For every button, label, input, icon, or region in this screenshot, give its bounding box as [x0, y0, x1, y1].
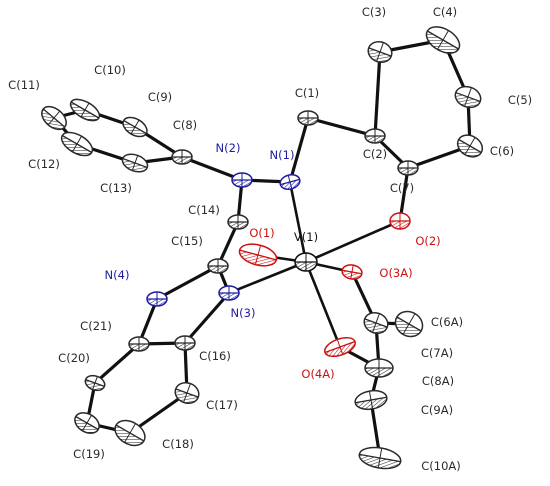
labels-layer: V(1) O(1) O(2) O(3A) O(4A) N(1) N(2) N(3) N(4) C(… — [8, 5, 532, 473]
atom-c17 — [174, 381, 200, 405]
atom-label-c12: C(12) — [28, 157, 60, 171]
atom-c10 — [69, 98, 101, 122]
atom-n1 — [279, 174, 301, 190]
bond-C7-O2 — [398, 166, 410, 223]
atom-c13 — [121, 153, 149, 173]
bond-N3-C16 — [183, 291, 231, 345]
atom-label-c5: C(5) — [508, 93, 532, 107]
atom-label-c3: C(3) — [362, 5, 386, 19]
atom-label-c20: C(20) — [58, 351, 90, 365]
atom-c21 — [128, 336, 150, 352]
atom-o2 — [389, 212, 411, 230]
atom-n3 — [218, 285, 240, 301]
atom-c8 — [171, 149, 193, 165]
atom-label-c7a: C(7A) — [421, 346, 453, 360]
atom-c15 — [207, 258, 229, 274]
atom-c20 — [84, 374, 106, 392]
bond-V1-N3 — [227, 260, 308, 295]
atom-label-c17: C(17) — [206, 398, 238, 412]
atom-c14 — [227, 214, 249, 230]
atom-label-n2: N(2) — [216, 141, 241, 155]
atom-o1 — [238, 243, 278, 267]
atom-c4 — [425, 26, 461, 54]
bond-C1-C2 — [306, 116, 377, 138]
atom-label-c15: C(15) — [171, 234, 203, 248]
atom-c11 — [41, 105, 67, 131]
atom-label-c7: C(7) — [390, 181, 414, 195]
atom-v1 — [294, 252, 318, 272]
atom-label-c11: C(11) — [8, 78, 40, 92]
atom-c18 — [114, 419, 146, 447]
atom-label-c9: C(9) — [148, 90, 172, 104]
atom-c1 — [297, 110, 319, 126]
atom-label-v1: V(1) — [294, 230, 318, 244]
atom-label-c21: C(21) — [80, 319, 112, 333]
bond-N4-C21 — [137, 297, 159, 346]
atom-c10a — [358, 446, 402, 470]
bond-V1-N1 — [288, 180, 308, 264]
atom-label-c2: C(2) — [363, 147, 387, 161]
atom-c19 — [74, 412, 100, 434]
atom-label-c8a: C(8A) — [422, 374, 454, 388]
bond-V1-O4A — [304, 260, 342, 349]
bond-C20-C21 — [93, 342, 141, 385]
bond-N2-C8 — [180, 155, 244, 182]
atom-label-c1: C(1) — [295, 86, 319, 100]
atom-label-c6: C(6) — [490, 144, 514, 158]
atom-o4a — [323, 336, 357, 358]
atom-label-o1: O(1) — [249, 226, 274, 240]
bond-C15-N4 — [155, 264, 220, 301]
atom-label-c13: C(13) — [100, 181, 132, 195]
atom-n2 — [231, 172, 253, 188]
atom-c6 — [456, 134, 484, 158]
atom-label-c4: C(4) — [433, 5, 457, 19]
atom-label-c14: C(14) — [188, 203, 220, 217]
atom-label-c9a: C(9A) — [421, 403, 453, 417]
atom-c2 — [364, 128, 386, 144]
atom-c16 — [174, 335, 196, 351]
bond-N1-C1 — [288, 116, 310, 184]
atom-c12 — [60, 131, 94, 157]
atom-c8a — [364, 358, 394, 378]
bond-V1-O2 — [304, 219, 402, 264]
atom-c7 — [397, 160, 419, 176]
atom-label-c8: C(8) — [173, 118, 197, 132]
atom-label-n4: N(4) — [105, 268, 130, 282]
atom-c9a — [354, 389, 388, 411]
bond-C2-C3 — [373, 50, 382, 138]
atom-n4 — [146, 291, 168, 307]
atom-label-c18: C(18) — [162, 437, 194, 451]
atom-c3 — [367, 40, 393, 64]
atom-label-o4a: O(4A) — [301, 367, 334, 381]
atom-label-c19: C(19) — [73, 447, 105, 461]
atom-label-o2: O(2) — [415, 234, 440, 248]
atom-label-c16: C(16) — [199, 349, 231, 363]
atom-label-o3a: O(3A) — [379, 266, 412, 280]
atoms-layer — [41, 26, 484, 470]
atom-c7a — [363, 311, 389, 335]
atom-c6a — [394, 310, 424, 338]
atom-c9 — [122, 116, 148, 138]
atom-label-n1: N(1) — [270, 148, 295, 162]
atom-label-c10a: C(10A) — [421, 459, 461, 473]
atom-label-c6a: C(6A) — [431, 315, 463, 329]
atom-o3a — [341, 264, 363, 280]
atom-label-c10: C(10) — [94, 63, 126, 77]
atom-label-n3: N(3) — [231, 306, 256, 320]
atom-c5 — [454, 85, 482, 109]
